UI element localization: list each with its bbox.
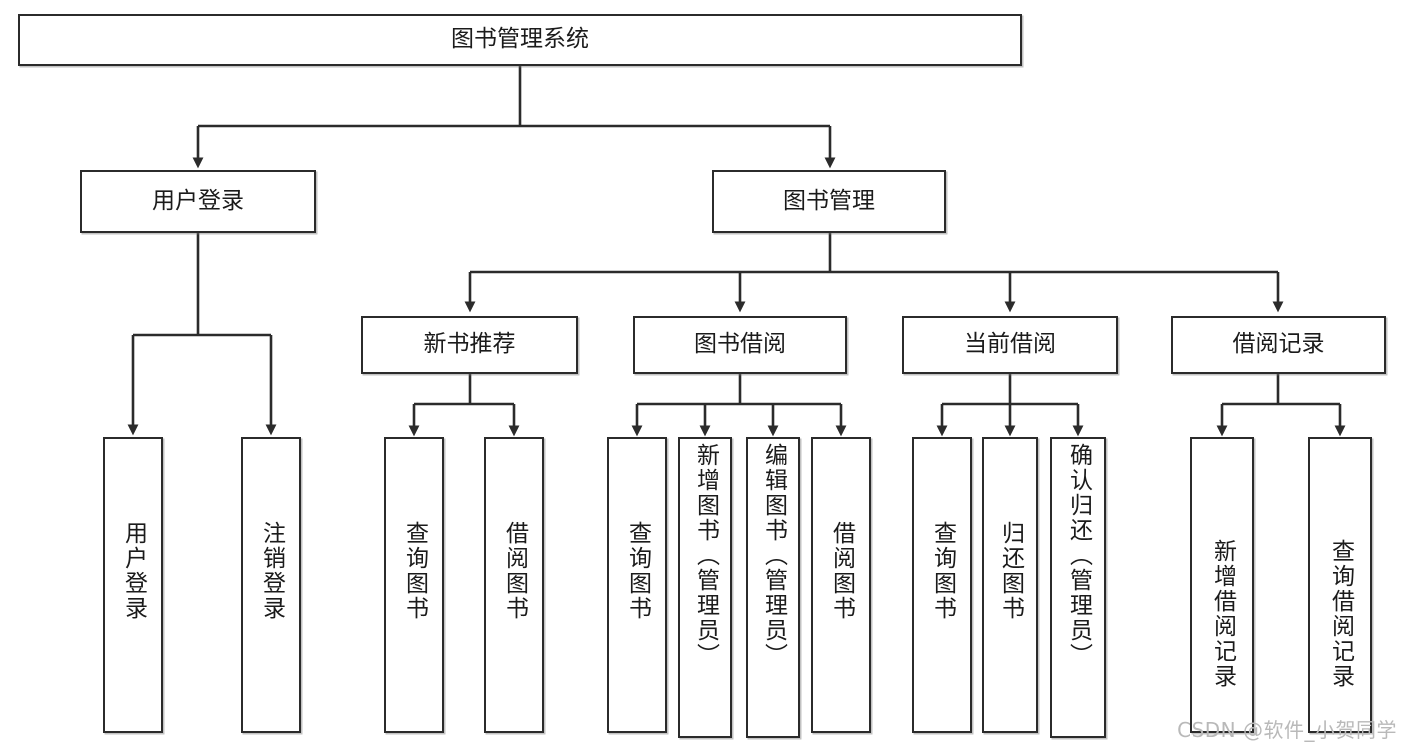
node-label: 查询图书	[929, 521, 956, 621]
node-label: 借阅记录	[1232, 331, 1325, 358]
leaf-book-borrow-borrow-book[interactable]: 借阅图书	[811, 437, 871, 733]
node-label: 用户登录	[152, 187, 244, 214]
node-root-system[interactable]: 图书管理系统	[18, 14, 1022, 66]
node-label: 确认归还（管理员）	[1065, 443, 1092, 668]
node-label: 图书借阅	[694, 331, 786, 358]
leaf-new-book-borrow-book[interactable]: 借阅图书	[484, 437, 544, 733]
node-current-borrow[interactable]: 当前借阅	[902, 316, 1118, 374]
leaf-new-book-query-book[interactable]: 查询图书	[384, 437, 444, 733]
node-label: 查询图书	[624, 521, 651, 621]
node-label: 新增借阅记录	[1209, 539, 1236, 689]
node-label: 编辑图书（管理员）	[760, 443, 787, 668]
leaf-borrow-record-query-record[interactable]: 查询借阅记录	[1308, 437, 1372, 733]
watermark: CSDN @软件_小贺同学	[1177, 718, 1397, 742]
leaf-borrow-record-add-record[interactable]: 新增借阅记录	[1190, 437, 1254, 733]
node-label: 新增图书（管理员）	[692, 443, 719, 668]
node-label: 借阅图书	[828, 521, 855, 621]
node-user-login[interactable]: 用户登录	[80, 170, 316, 233]
node-label: 当前借阅	[964, 331, 1056, 358]
node-label: 借阅图书	[501, 521, 528, 621]
leaf-book-borrow-edit-book-admin[interactable]: 编辑图书（管理员）	[746, 437, 800, 738]
node-book-borrow[interactable]: 图书借阅	[633, 316, 847, 374]
leaf-book-borrow-add-book-admin[interactable]: 新增图书（管理员）	[678, 437, 732, 738]
node-label: 查询图书	[401, 521, 428, 621]
node-label: 用户登录	[120, 521, 147, 621]
leaf-user-login-login[interactable]: 用户登录	[103, 437, 163, 733]
node-label: 图书管理系统	[451, 26, 589, 53]
node-new-book-recommend[interactable]: 新书推荐	[361, 316, 578, 374]
node-label: 查询借阅记录	[1327, 539, 1354, 689]
node-borrow-record[interactable]: 借阅记录	[1171, 316, 1386, 374]
node-label: 注销登录	[258, 521, 285, 621]
leaf-current-borrow-query-book[interactable]: 查询图书	[912, 437, 972, 733]
leaf-current-borrow-return-book[interactable]: 归还图书	[982, 437, 1038, 733]
leaf-book-borrow-query-book[interactable]: 查询图书	[607, 437, 667, 733]
leaf-user-login-logout[interactable]: 注销登录	[241, 437, 301, 733]
node-label: 新书推荐	[423, 331, 516, 358]
leaf-current-borrow-confirm-return-admin[interactable]: 确认归还（管理员）	[1050, 437, 1106, 738]
node-label: 归还图书	[997, 521, 1024, 621]
node-book-management[interactable]: 图书管理	[712, 170, 946, 233]
node-label: 图书管理	[783, 187, 875, 214]
